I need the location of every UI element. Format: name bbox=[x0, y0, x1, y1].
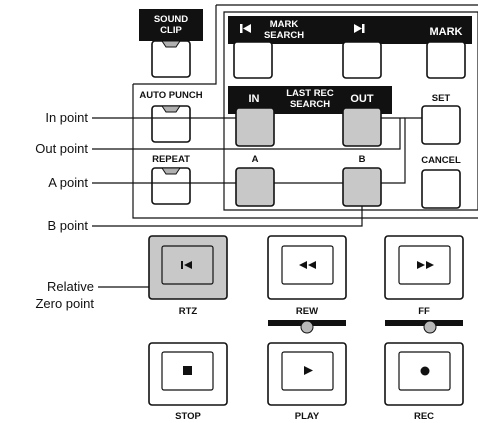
led-indicator-icon bbox=[161, 105, 181, 113]
mark-label: MARK bbox=[430, 26, 463, 38]
repeat-label: REPEAT bbox=[152, 154, 190, 165]
cancel-label: CANCEL bbox=[421, 155, 461, 166]
relative-zero-callout-1: Relative bbox=[47, 279, 94, 294]
in-button[interactable] bbox=[235, 107, 275, 147]
out-button[interactable] bbox=[342, 107, 382, 147]
b-label: B bbox=[359, 154, 366, 165]
cancel-button[interactable] bbox=[421, 169, 461, 209]
auto-punch-section: AUTO PUNCH IN LAST REC SEARCH OUT SET bbox=[139, 86, 461, 147]
relative-zero-callout-2: Zero point bbox=[35, 296, 94, 311]
rtz-icon bbox=[181, 261, 192, 269]
sound-clip-label-1: SOUND bbox=[154, 14, 188, 25]
rewind-icon bbox=[299, 261, 316, 269]
repeat-section: REPEAT A B CANCEL bbox=[151, 154, 461, 209]
play-label: PLAY bbox=[295, 411, 320, 422]
transport-led-bars bbox=[268, 320, 463, 334]
record-icon bbox=[420, 366, 430, 376]
out-label: OUT bbox=[350, 93, 374, 105]
stop-label: STOP bbox=[175, 411, 201, 422]
b-button[interactable] bbox=[342, 167, 382, 207]
mark-search-prev-button[interactable] bbox=[233, 41, 273, 79]
in-point-callout: In point bbox=[45, 110, 88, 125]
stop-icon bbox=[183, 366, 192, 375]
ff-label: FF bbox=[418, 306, 430, 317]
panel-border bbox=[132, 4, 478, 219]
connector-lines bbox=[274, 117, 422, 184]
sound-clip-section: SOUND CLIP bbox=[139, 9, 203, 78]
fast-forward-icon bbox=[417, 261, 434, 269]
play-icon bbox=[304, 366, 313, 375]
a-label: A bbox=[252, 154, 259, 165]
skip-back-icon bbox=[240, 24, 251, 33]
mark-search-section: MARK SEARCH MARK bbox=[228, 16, 472, 79]
last-rec-label-2: SEARCH bbox=[290, 99, 330, 110]
b-point-callout: B point bbox=[48, 218, 89, 233]
set-button[interactable] bbox=[421, 105, 461, 145]
mark-button[interactable] bbox=[426, 41, 466, 79]
led-indicator-icon bbox=[423, 320, 437, 334]
out-point-callout: Out point bbox=[35, 141, 88, 156]
mark-search-label-2: SEARCH bbox=[264, 30, 304, 41]
callout-labels: In point Out point A point B point Relat… bbox=[35, 110, 94, 311]
auto-punch-label: AUTO PUNCH bbox=[139, 90, 202, 101]
callout-leaders bbox=[92, 117, 401, 288]
led-indicator-icon bbox=[300, 320, 314, 334]
led-indicator-icon bbox=[161, 167, 181, 175]
transport-top-row: RTZ REW FF bbox=[148, 235, 464, 317]
rec-label: REC bbox=[414, 411, 434, 422]
last-rec-label-1: LAST REC bbox=[286, 88, 334, 99]
a-button[interactable] bbox=[235, 167, 275, 207]
rtz-label: RTZ bbox=[179, 306, 198, 317]
skip-forward-icon bbox=[354, 24, 365, 33]
a-point-callout: A point bbox=[48, 175, 88, 190]
rew-label: REW bbox=[296, 306, 318, 317]
sound-clip-label-2: CLIP bbox=[160, 25, 182, 36]
in-label: IN bbox=[249, 93, 260, 105]
mark-search-next-button[interactable] bbox=[342, 41, 382, 79]
mark-search-label-1: MARK bbox=[270, 19, 299, 30]
transport-bottom-row: STOP PLAY REC bbox=[148, 342, 464, 422]
set-label: SET bbox=[432, 93, 451, 104]
